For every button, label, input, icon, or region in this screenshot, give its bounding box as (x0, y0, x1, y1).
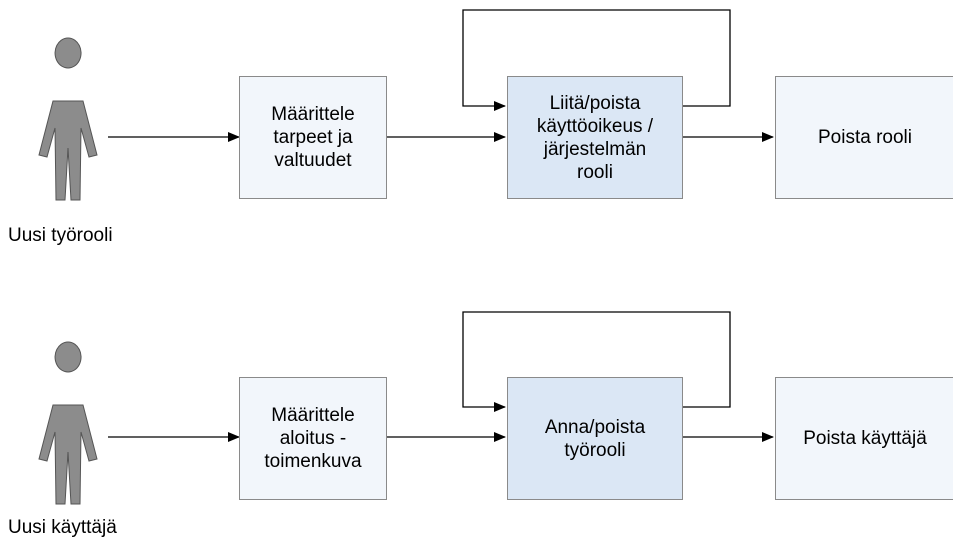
actor-label-new-user: Uusi käyttäjä (8, 517, 117, 538)
box-remove-user: Poista käyttäjä (775, 377, 953, 500)
box-label: Määrittele tarpeet ja valtuudet (271, 104, 355, 171)
box-label: Määrittele aloitus - toimenkuva (264, 405, 362, 472)
box-remove-role: Poista rooli (775, 76, 953, 199)
box-label: Poista rooli (818, 127, 912, 148)
person-icon (38, 37, 98, 201)
box-label: Anna/poista työrooli (544, 416, 646, 461)
loop-arrow-attach-rights (462, 9, 731, 111)
box-label: Liitä/poista käyttöoikeus / järjestelmän… (536, 92, 654, 183)
box-assign-remove-job-role: Anna/poista työrooli (507, 377, 683, 500)
person-icon (38, 341, 98, 505)
box-define-start-job-description: Määrittele aloitus - toimenkuva (239, 377, 387, 500)
actor-new-user-figure (38, 341, 98, 505)
box-attach-remove-access-rights: Liitä/poista käyttöoikeus / järjestelmän… (507, 76, 683, 199)
actor-label-new-role: Uusi työrooli (8, 225, 113, 246)
box-define-needs-and-authorities: Määrittele tarpeet ja valtuudet (239, 76, 387, 199)
actor-new-role-figure (38, 37, 98, 201)
loop-arrow-assign-role (462, 311, 731, 412)
box-label: Poista käyttäjä (803, 428, 927, 449)
